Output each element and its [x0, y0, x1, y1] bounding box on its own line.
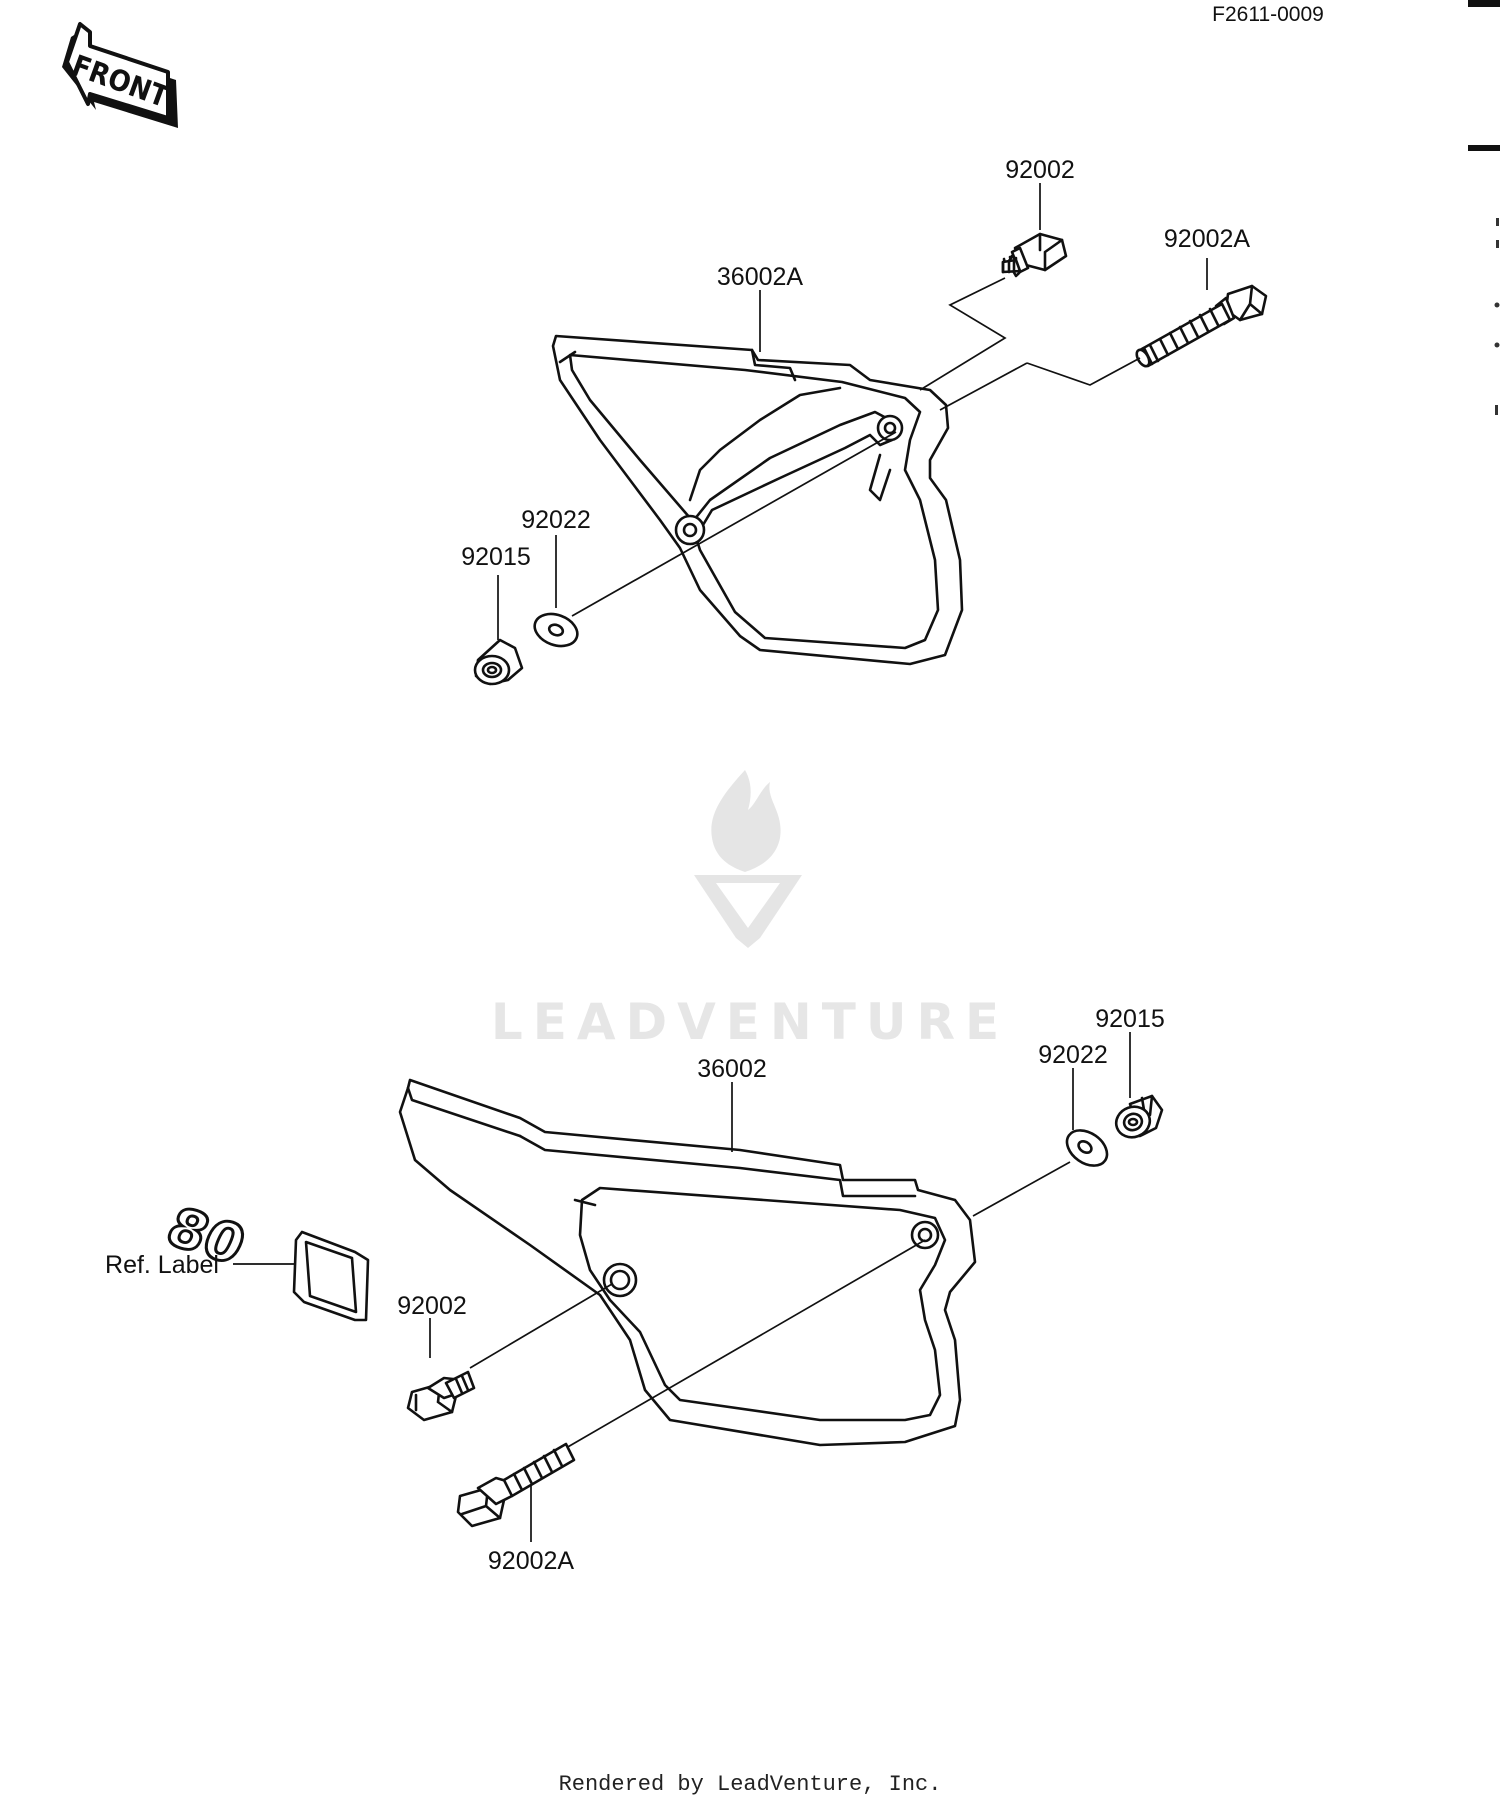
long-bolt-92002a: [1135, 284, 1268, 368]
edge-marks: [1468, 0, 1500, 415]
bolt-92002: [1001, 232, 1068, 278]
callout-lower-cover: 36002: [697, 1055, 767, 1083]
callout-lower-long-bolt: 92002A: [488, 1547, 575, 1575]
grommet-92015-lower: [1114, 1094, 1164, 1139]
watermark-text: LEADVENTURE: [491, 993, 1009, 1051]
callout-upper-long-bolt: 92002A: [1164, 225, 1251, 253]
lower-assembly: 80 36002 92022 92015 Ref. Label 92002 92…: [105, 1005, 1165, 1575]
grommet-92015-upper: [473, 638, 524, 686]
front-arrow-icon: FRONT: [62, 22, 178, 128]
callout-upper-grommet: 92015: [461, 543, 531, 571]
bolt-92002-lower: [406, 1370, 476, 1422]
side-cover-36002: [398, 1078, 977, 1447]
footer-credit: Rendered by LeadVenture, Inc.: [559, 1772, 942, 1797]
lower-leader-lines: [233, 1032, 1131, 1542]
callout-ref-label: Ref. Label: [105, 1251, 219, 1279]
callout-lower-grommet: 92015: [1095, 1005, 1165, 1033]
long-bolt-92002a-lower: [456, 1442, 576, 1528]
callout-lower-bolt: 92002: [397, 1292, 467, 1320]
callout-lower-washer: 92022: [1038, 1041, 1108, 1069]
figure-code: F2611-0009: [1212, 3, 1324, 26]
callout-upper-washer: 92022: [521, 506, 591, 534]
side-cover-36002a: [551, 334, 964, 666]
callout-upper-cover: 36002A: [717, 263, 804, 291]
washer-92022-lower: [1065, 1129, 1109, 1167]
washer-92022-upper: [533, 612, 579, 648]
upper-leader-lines: [497, 183, 1208, 640]
leadventure-logo-icon: [694, 770, 802, 948]
upper-assembly: 92002 92002A 36002A 92022 92015: [461, 156, 1268, 686]
callout-upper-bolt: 92002: [1005, 156, 1075, 184]
